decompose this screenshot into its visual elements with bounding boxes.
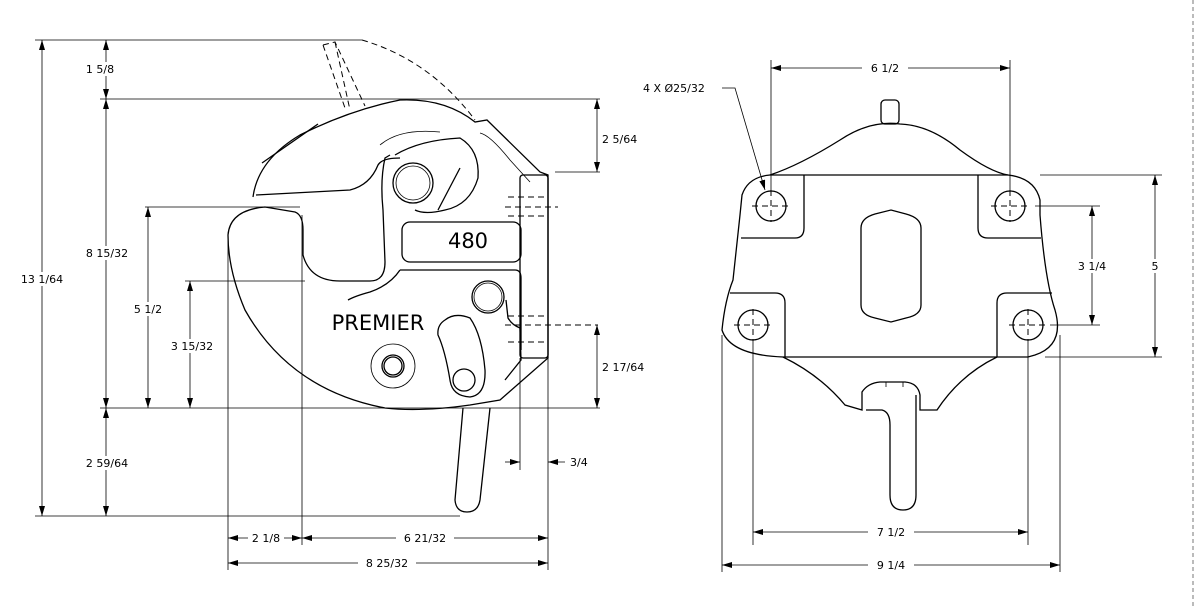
side-view: 480 PREMIER 13 1/64 <box>14 39 644 570</box>
dim-overall-height: 13 1/64 <box>21 273 63 286</box>
dim-bottom-hole-spacing: 7 1/2 <box>877 526 905 539</box>
dim-overall-width: 9 1/4 <box>877 559 905 572</box>
coupler-body-outline <box>227 99 549 411</box>
dim-bottom-handle: 2 59/64 <box>86 457 128 470</box>
dim-nose-width: 2 1/8 <box>252 532 280 545</box>
dim-nose-to-plate: 6 21/32 <box>404 532 446 545</box>
hook-nose <box>227 154 391 282</box>
dim-throat-height: 3 15/32 <box>171 340 213 353</box>
dim-top-to-mount: 2 5/64 <box>602 133 637 146</box>
mounting-holes <box>734 190 1047 341</box>
retaining-ring <box>381 354 405 378</box>
rear-view: 6 1/2 3 1/4 5 7 1/2 9 1/4 4 X Ø25/32 <box>643 60 1162 572</box>
center-slot <box>860 209 922 323</box>
latch-pin <box>471 280 505 314</box>
release-handle <box>454 407 491 513</box>
latch-slot <box>437 314 486 398</box>
dim-overall-depth: 8 25/32 <box>366 557 408 570</box>
rear-handle <box>866 395 917 511</box>
jaw-pivot-pin <box>392 162 434 204</box>
dim-vertical-hole-spacing: 3 1/4 <box>1078 260 1106 273</box>
dim-body-height: 8 15/32 <box>86 247 128 260</box>
brand-label: PREMIER <box>332 311 425 335</box>
dim-top-hole-spacing: 6 1/2 <box>871 62 899 75</box>
bottom-skirt <box>782 356 998 411</box>
dim-bottom-to-mount: 2 17/64 <box>602 361 644 374</box>
mounting-plate <box>519 174 549 359</box>
dim-plate-thickness: 3/4 <box>570 456 588 469</box>
dim-plate-height: 5 <box>1152 260 1159 273</box>
handle-raised-phantom <box>322 39 476 121</box>
dim-top-handle: 1 5/8 <box>86 63 114 76</box>
model-label: 480 <box>448 229 488 253</box>
locking-jaw <box>394 137 479 214</box>
top-nub <box>880 99 900 125</box>
hole-callout-leader <box>722 87 766 191</box>
upper-window <box>401 221 522 263</box>
top-bump <box>769 122 1009 176</box>
rear-plate-outline <box>721 174 1059 358</box>
hole-callout: 4 X Ø25/32 <box>643 82 705 95</box>
dim-hook-height: 5 1/2 <box>134 303 162 316</box>
release-boss <box>370 343 416 389</box>
